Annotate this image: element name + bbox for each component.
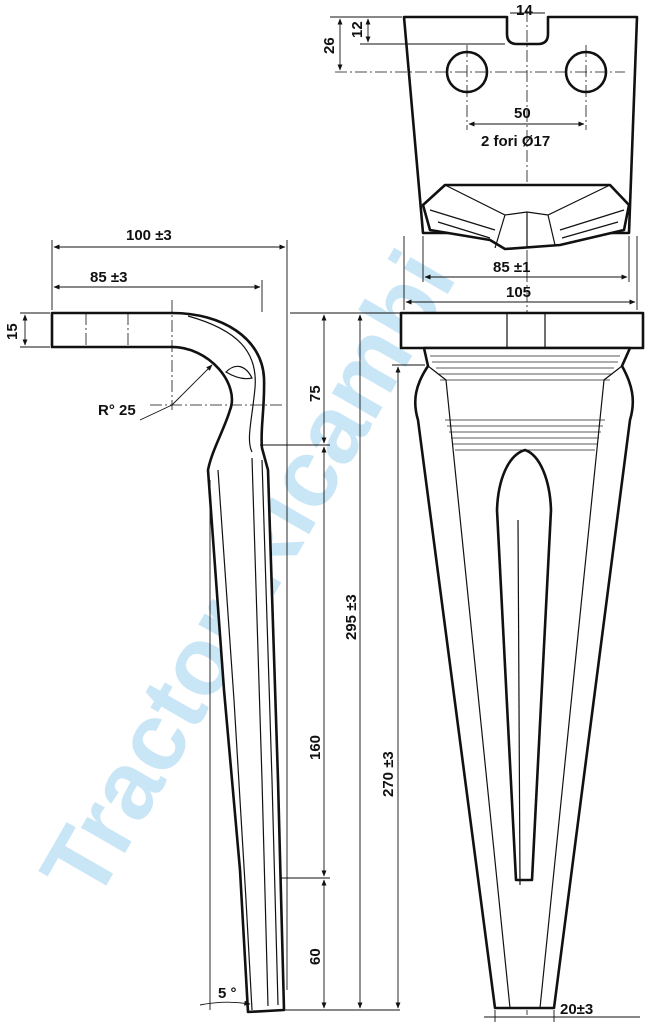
- side-view-shank-line-c: [217, 469, 253, 1011]
- slot-depth-label: 12: [349, 21, 366, 38]
- top-view-blade-ridge: [444, 184, 611, 249]
- front-view-flange: [399, 311, 645, 350]
- top-view-blade-facet: [429, 209, 625, 239]
- side-view-radius-line: [171, 364, 213, 406]
- side-view: [50, 300, 286, 1014]
- height-lower-label: 60: [307, 948, 324, 965]
- front-view: [399, 311, 645, 1010]
- tip-angle-arc: [199, 1000, 251, 1006]
- height-dimensions: 75 160 60 295 ±3 270 ±3: [260, 312, 425, 1011]
- front-view-bevel-left: [427, 365, 511, 1009]
- top-view-dimensions: 14 12 26 50 2 fori Ø17 85 ±1 105: [321, 2, 638, 310]
- side-view-blade-outline: [50, 311, 286, 1014]
- front-view-bevel-right: [539, 365, 623, 1009]
- plate-width-label: 105: [506, 284, 531, 301]
- thickness-label: 15: [4, 323, 21, 340]
- height-total-side-label: 295 ±3: [343, 594, 360, 640]
- bend-radius-label: R° 25: [98, 402, 136, 419]
- side-view-shank-line-a: [261, 459, 279, 1006]
- total-width-label: 100 ±3: [126, 227, 172, 244]
- front-view-dimensions: 20±3: [484, 1001, 640, 1022]
- tip-angle-label: 5 °: [218, 985, 237, 1002]
- side-view-radius-leader: [139, 404, 173, 421]
- hole-center-label: 26: [321, 37, 338, 54]
- tip-width-label: 20±3: [560, 1001, 593, 1018]
- holes-note-label: 2 fori Ø17: [481, 133, 550, 150]
- plate-inner-width-label: 85 ±1: [493, 259, 530, 276]
- side-view-dimensions: 100 ±3 85 ±3 15 R° 25 5 °: [4, 227, 288, 1010]
- side-view-shank-line-b: [251, 457, 269, 1007]
- height-upper-label: 75: [307, 385, 324, 402]
- front-view-hatch: [430, 355, 620, 451]
- front-view-groove-line: [517, 519, 521, 886]
- front-view-central-groove: [495, 448, 553, 882]
- height-total-front-label: 270 ±3: [380, 751, 397, 797]
- bend-width-label: 85 ±3: [90, 269, 127, 286]
- side-view-bend-inner: [187, 315, 256, 453]
- height-mid-label: 160: [307, 735, 324, 760]
- side-view-bend-shade: [225, 365, 253, 380]
- slot-width-label: 14: [516, 2, 533, 19]
- hole-spacing-label: 50: [514, 105, 531, 122]
